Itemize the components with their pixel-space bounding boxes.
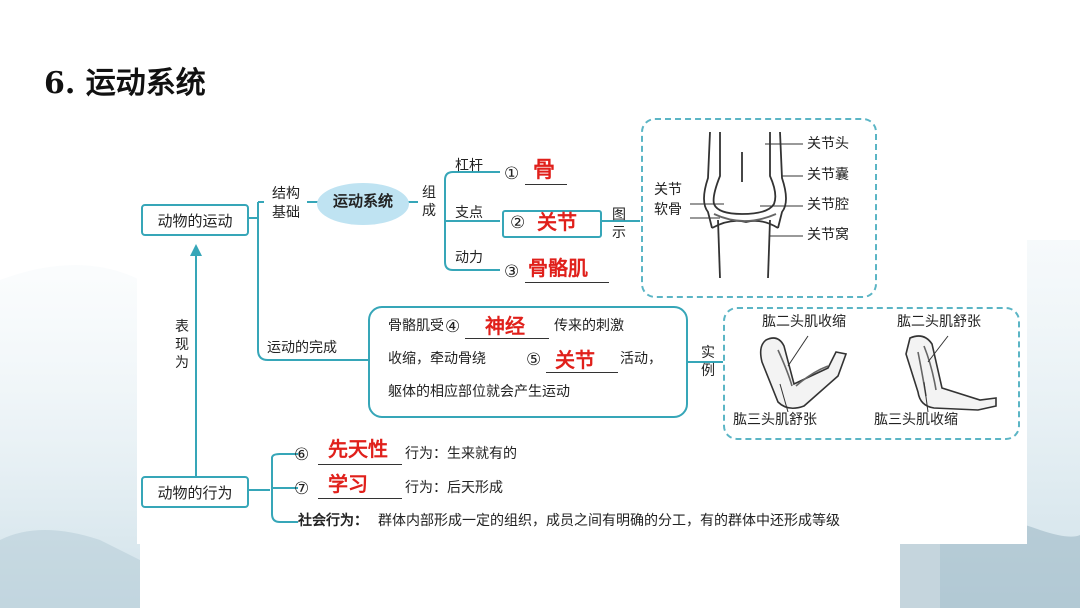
joint-head-label: 关节头 bbox=[807, 136, 849, 152]
motion-system-ellipse bbox=[317, 183, 409, 225]
composition-label: 组成 bbox=[422, 185, 436, 220]
arrow-up-icon bbox=[190, 244, 202, 256]
answer-nerve: 神经 bbox=[485, 314, 525, 338]
animal-behavior-box: 动物的行为 bbox=[141, 476, 249, 508]
diagram-label: 图示 bbox=[612, 207, 626, 242]
joint-diagram-frame bbox=[641, 118, 877, 298]
answer-skeletal-muscle: 骨骼肌 bbox=[528, 256, 588, 280]
animal-motion-box: 动物的运动 bbox=[141, 204, 249, 236]
joint-capsule-label: 关节囊 bbox=[807, 167, 849, 183]
motion-system-label: 运动系统 bbox=[332, 192, 393, 210]
answer-joint: 关节 bbox=[537, 210, 577, 234]
cartilage-label: 关节软骨 bbox=[654, 182, 682, 219]
num-2: ② bbox=[510, 213, 526, 233]
learning-text: 行为：后天形成 bbox=[405, 480, 503, 496]
expression-label: 表现为 bbox=[175, 319, 189, 372]
structure-label-2: 基础 bbox=[272, 205, 300, 221]
num-7: ⑦ bbox=[294, 479, 310, 499]
fulcrum-box bbox=[502, 210, 602, 238]
arm-left-top: 肱二头肌收缩 bbox=[762, 314, 846, 330]
num-1: ① bbox=[504, 164, 520, 184]
num-6: ⑥ bbox=[294, 445, 310, 465]
arm-left-bottom: 肱三头肌舒张 bbox=[733, 412, 817, 428]
num-4: ④ bbox=[445, 317, 461, 337]
arm-diagram-frame bbox=[723, 307, 1020, 440]
page-title: 6. 运动系统 bbox=[44, 66, 206, 101]
num-3: ③ bbox=[504, 262, 520, 282]
joint-cavity-label: 关节腔 bbox=[807, 197, 849, 213]
innate-text: 行为：生来就有的 bbox=[405, 446, 517, 462]
structure-label-1: 结构 bbox=[272, 186, 300, 202]
arm-right-top: 肱二头肌舒张 bbox=[897, 314, 981, 330]
power-label: 动力 bbox=[455, 250, 483, 266]
mc-line1-pre: 骨骼肌受 bbox=[388, 318, 444, 334]
arm-right-bottom: 肱三头肌收缩 bbox=[874, 412, 958, 428]
answer-learning: 学习 bbox=[328, 472, 368, 496]
mc-line3: 躯体的相应部位就会产生运动 bbox=[388, 384, 570, 400]
num-5: ⑤ bbox=[526, 350, 542, 370]
motion-completion-box bbox=[368, 306, 688, 418]
lever-label: 杠杆 bbox=[455, 158, 483, 174]
joint-socket-label: 关节窝 bbox=[807, 227, 849, 243]
social-behavior-text: 群体内部形成一定的组织，成员之间有明确的分工，有的群体中还形成等级 bbox=[378, 513, 840, 529]
motion-completion-label: 运动的完成 bbox=[267, 340, 337, 356]
social-behavior-label: 社会行为： bbox=[298, 513, 368, 529]
answer-joint-2: 关节 bbox=[555, 348, 595, 372]
arm-illustration bbox=[759, 335, 997, 412]
mc-line2-post: 活动， bbox=[620, 351, 662, 367]
mc-line2-pre: 收缩，牵动骨绕 bbox=[388, 351, 486, 367]
fulcrum-label: 支点 bbox=[455, 205, 483, 221]
example-label: 实例 bbox=[701, 345, 715, 380]
mc-line1-post: 传来的刺激 bbox=[554, 318, 624, 334]
answer-innate: 先天性 bbox=[328, 437, 388, 461]
knee-joint-illustration bbox=[690, 132, 803, 278]
answer-bone: 骨 bbox=[533, 158, 556, 183]
